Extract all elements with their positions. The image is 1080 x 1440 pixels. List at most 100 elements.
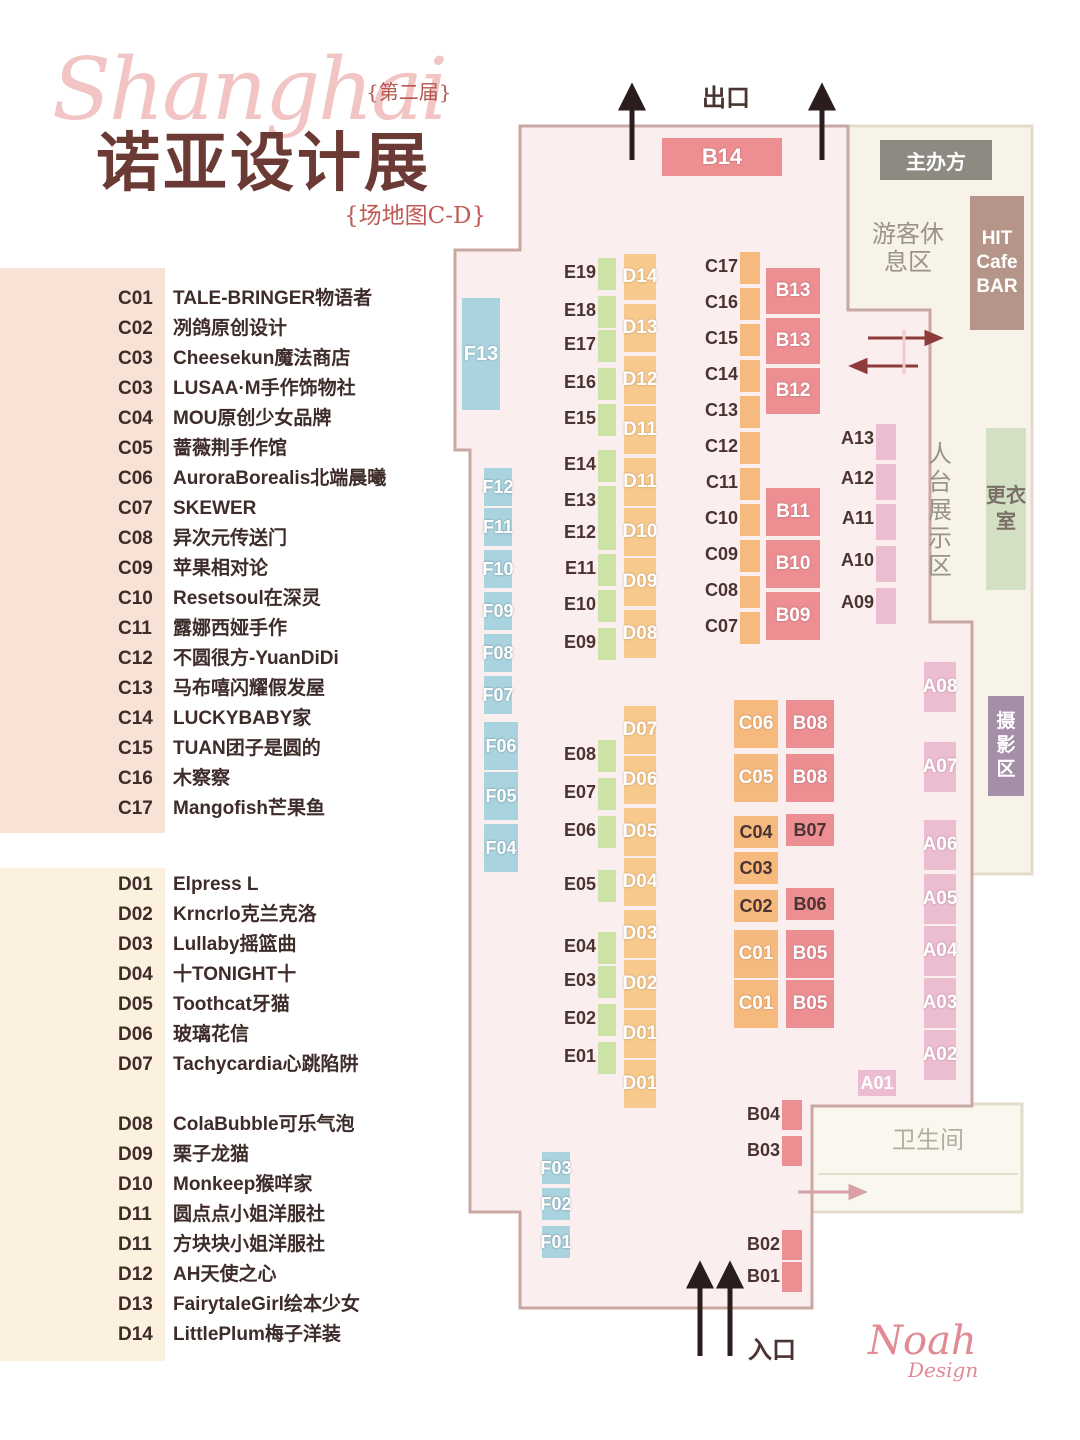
stall-b01-marker xyxy=(782,1262,802,1292)
stall-d09: D09 xyxy=(623,558,657,606)
stall-e16: E16 xyxy=(563,372,596,392)
stall-b10: B10 xyxy=(766,540,820,588)
legend-code: D04 xyxy=(118,964,153,985)
legend-name: FairytaleGirl绘本少女 xyxy=(173,1294,360,1315)
stall-e14: E14 xyxy=(563,454,596,474)
stall-b13b: B13 xyxy=(766,318,820,364)
stall-f07: F07 xyxy=(482,676,514,714)
stall-a08: A08 xyxy=(923,662,957,712)
stall-d12: D12 xyxy=(623,356,657,404)
legend-name: AuroraBorealis北端晨曦 xyxy=(173,468,387,489)
cafe-bar: HIT Cafe BAR xyxy=(970,196,1024,330)
stall-b08b: B08 xyxy=(786,754,834,802)
stall-c14-marker xyxy=(740,360,760,392)
stall-f04: F04 xyxy=(484,824,518,872)
stall-e13-marker xyxy=(598,486,616,518)
legend-code: D03 xyxy=(118,934,153,955)
stall-c11: C11 xyxy=(705,472,738,492)
legend-code: C15 xyxy=(118,738,153,759)
legend-name: Resetsoul在深灵 xyxy=(173,588,321,609)
stall-c13-marker xyxy=(740,396,760,428)
stall-b01: B01 xyxy=(746,1266,780,1286)
stall-b06: B06 xyxy=(786,888,834,920)
stall-c06: C06 xyxy=(734,700,778,748)
stall-b02: B02 xyxy=(746,1234,780,1254)
stall-e10: E10 xyxy=(563,594,596,614)
stall-f13: F13 xyxy=(462,298,500,410)
restroom-arrow xyxy=(798,1183,868,1201)
legend-name: MOU原创少女品牌 xyxy=(173,408,332,429)
stall-c01b: C01 xyxy=(734,980,778,1028)
legend-d-background xyxy=(0,868,165,1361)
stall-b04-marker xyxy=(782,1100,802,1130)
stall-d06: D06 xyxy=(623,756,657,804)
fitting-room: 更衣室 xyxy=(986,428,1026,590)
stall-c07: C07 xyxy=(704,616,738,636)
restroom-label: 卫生间 xyxy=(892,1126,964,1154)
legend-name: 玻璃花信 xyxy=(173,1024,250,1045)
stall-d13: D13 xyxy=(623,304,657,352)
legend-code: C16 xyxy=(118,768,153,789)
stall-b12: B12 xyxy=(766,368,820,414)
legend-code: D05 xyxy=(118,994,153,1015)
legend-code: C03 xyxy=(118,348,153,369)
stall-a03: A03 xyxy=(923,978,957,1028)
main-hall xyxy=(453,124,974,1310)
stall-a13-marker xyxy=(876,424,896,460)
stall-e05-marker xyxy=(598,870,616,902)
legend-name: Cheesekun魔法商店 xyxy=(173,348,351,369)
stall-f02: F02 xyxy=(540,1188,572,1220)
stall-e10-marker xyxy=(598,590,616,622)
legend-code: C08 xyxy=(118,528,153,549)
stall-c09: C09 xyxy=(704,544,738,564)
legend-code: C14 xyxy=(118,708,153,729)
legend-code: D06 xyxy=(118,1024,153,1045)
stall-a07: A07 xyxy=(923,742,957,792)
stall-f09: F09 xyxy=(482,592,514,630)
legend-name: 苹果相对论 xyxy=(173,558,269,579)
display-area-label: 人台展示区 xyxy=(928,440,952,580)
stall-c12: C12 xyxy=(704,436,738,456)
legend-name: Monkeep猴咩家 xyxy=(173,1174,313,1195)
stall-e04-marker xyxy=(598,932,616,964)
stall-c02: C02 xyxy=(734,890,778,922)
stall-b07: B07 xyxy=(786,814,834,846)
entrance-label: 入口 xyxy=(748,1337,796,1364)
stall-c08-marker xyxy=(740,576,760,608)
stall-e11-marker xyxy=(598,554,616,586)
stall-c04: C04 xyxy=(734,816,778,848)
stall-b03-marker xyxy=(782,1136,802,1166)
stall-f01: F01 xyxy=(540,1226,572,1258)
stall-a10: A10 xyxy=(840,550,874,570)
stall-b13a: B13 xyxy=(766,268,820,314)
legend-name: 不圆很方-YuanDiDi xyxy=(173,648,339,669)
stall-d11b: D11 xyxy=(623,458,657,506)
stall-d03: D03 xyxy=(623,910,657,958)
stall-c17-marker xyxy=(740,252,760,284)
stall-c12-marker xyxy=(740,432,760,464)
stall-e15-marker xyxy=(598,404,616,436)
legend-name: LittlePlum梅子洋装 xyxy=(173,1324,341,1345)
stall-e17: E17 xyxy=(563,334,596,354)
photo-area: 摄影区 xyxy=(988,696,1024,796)
stall-e09-marker xyxy=(598,628,616,660)
exit-arrows xyxy=(617,82,837,160)
stall-e12-marker xyxy=(598,518,616,550)
stall-c07-marker xyxy=(740,612,760,644)
stall-d05: D05 xyxy=(623,808,657,856)
stall-b08a: B08 xyxy=(786,700,834,748)
legend-name: LUSAA·M手作饰物社 xyxy=(173,378,356,399)
stall-d10: D10 xyxy=(623,508,657,556)
stall-a09: A09 xyxy=(840,592,874,612)
